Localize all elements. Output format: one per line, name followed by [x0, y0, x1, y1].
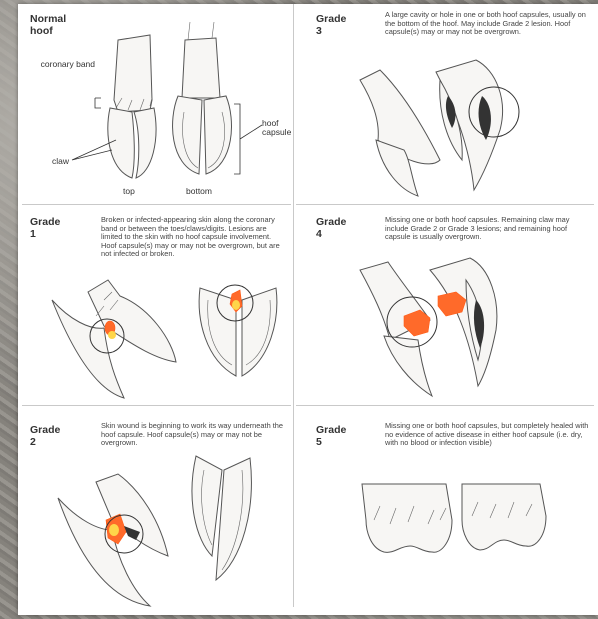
grade-5-illustration	[0, 0, 598, 619]
